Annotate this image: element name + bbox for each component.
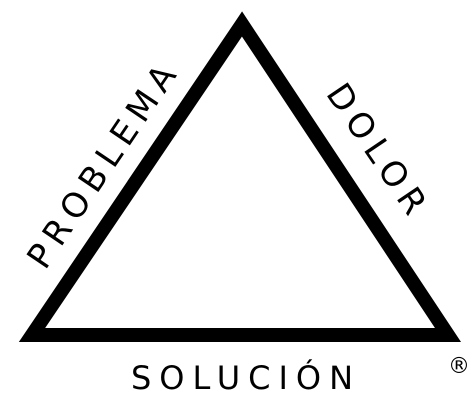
base-label: SOLUCIÓN [131,358,361,393]
right-side-label: DOLOR [318,76,438,228]
left-side-label: PROBLEMA [19,52,188,276]
triangle-shape [18,11,462,342]
registered-mark: ® [448,354,470,379]
